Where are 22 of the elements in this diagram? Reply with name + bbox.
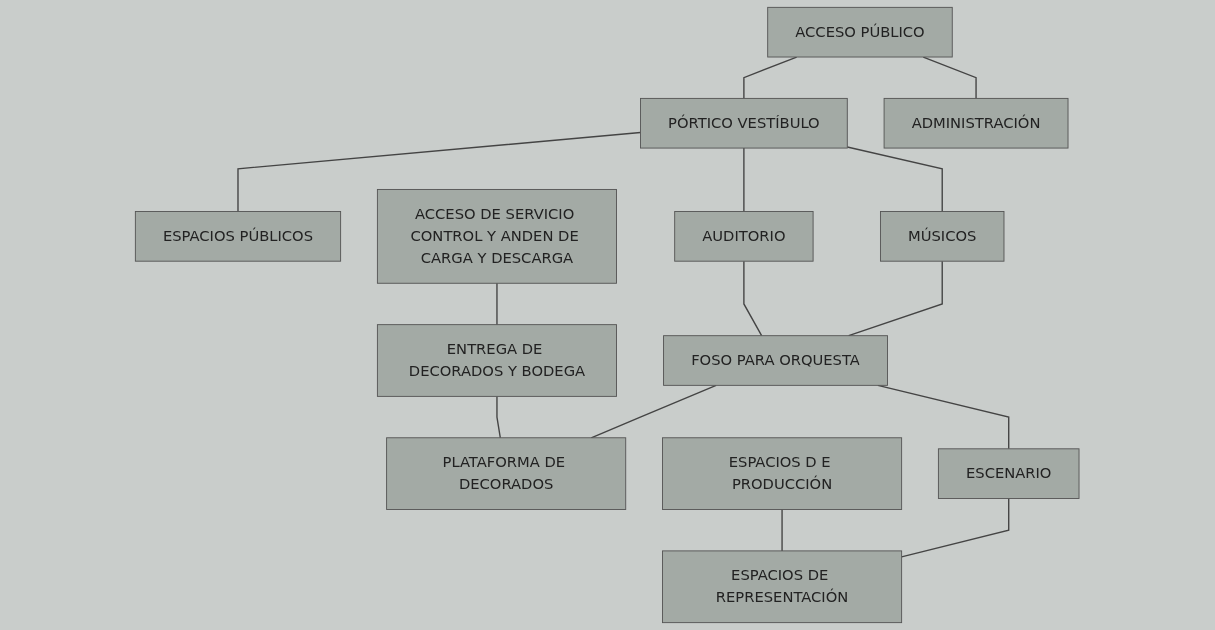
- connector: [846, 146, 944, 213]
- node-box: ESCENARIO: [938, 448, 1080, 499]
- connector: [237, 131, 642, 213]
- node-box: ADMINISTRACIÓN: [883, 97, 1069, 149]
- node-box: AUDITORIO: [674, 211, 814, 262]
- node-box: ESPACIOS DE REPRESENTACIÓN: [662, 550, 903, 624]
- node-box: FOSO PARA ORQUESTA: [663, 335, 889, 386]
- connector: [496, 395, 502, 439]
- node-box: ACCESO DE SERVICIO CONTROL Y ANDEN DE CARGA Y DESCARGA: [377, 189, 618, 284]
- connector: [901, 497, 1010, 558]
- node-box: ENTREGA DE DECORADOS Y BODEGA: [377, 324, 618, 397]
- connector: [848, 260, 944, 337]
- connector: [743, 260, 763, 337]
- connector: [781, 508, 784, 552]
- connector: [496, 282, 498, 326]
- node-box: ESPACIOS D E PRODUCCIÓN: [662, 437, 903, 510]
- node-box: PÓRTICO VESTÍBULO: [640, 97, 849, 149]
- node-box: ACCESO PÚBLICO: [767, 6, 953, 58]
- connector: [743, 147, 745, 213]
- node-box: PLATAFORMA DE DECORADOS: [386, 437, 627, 510]
- node-box: MÚSICOS: [880, 211, 1005, 262]
- node-box: ESPACIOS PÚBLICOS: [135, 211, 342, 262]
